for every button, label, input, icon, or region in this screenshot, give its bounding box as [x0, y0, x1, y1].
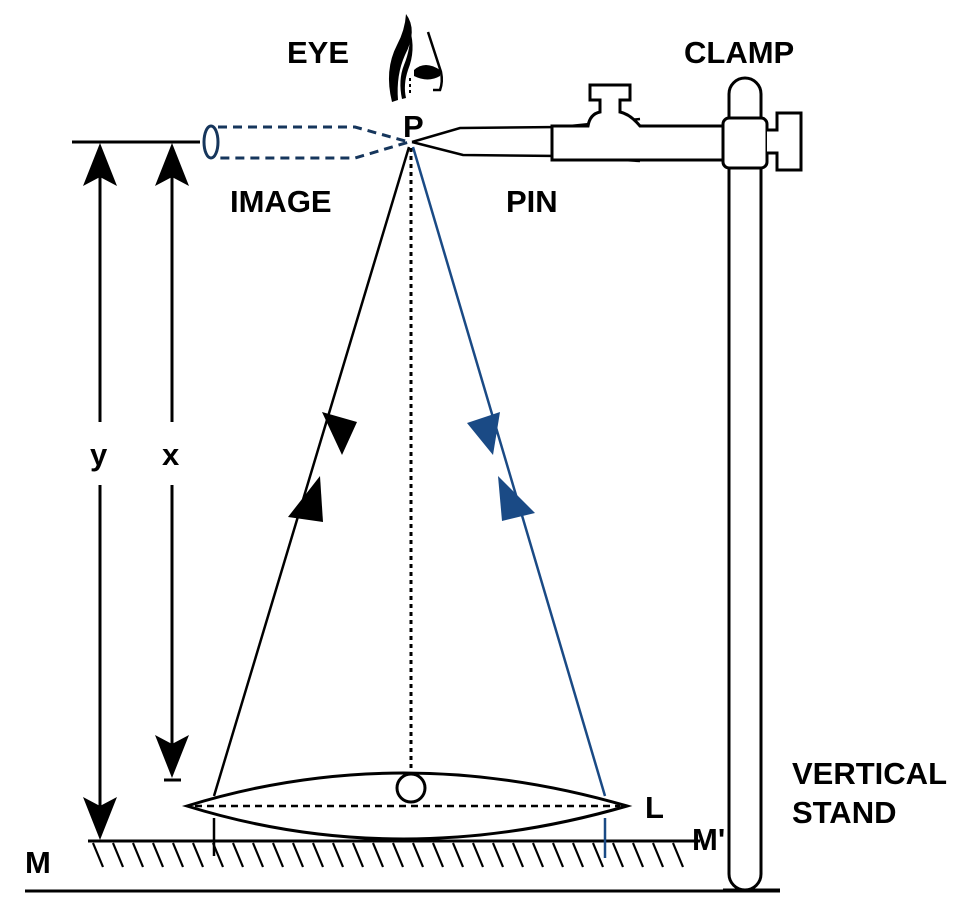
label-clamp: CLAMP — [684, 35, 794, 70]
label-mirror-m-prime: M' — [692, 822, 725, 857]
mirror-hatch-mark — [631, 842, 645, 868]
label-image: IMAGE — [230, 184, 332, 219]
ray-black-arrow-up — [288, 476, 323, 522]
mirror-hatch-mark — [91, 842, 105, 868]
mirror-hatch-mark — [191, 842, 205, 868]
mirror-hatch-mark — [131, 842, 145, 868]
dimension-y-arrow-up — [83, 143, 117, 186]
mirror-hatch-mark — [431, 842, 445, 868]
dimension-x-arrow-up — [155, 143, 189, 186]
mirror-hatch-mark — [671, 842, 685, 868]
dimension-x-arrow-down — [155, 735, 189, 778]
mirror-hatch-mark — [411, 842, 425, 868]
ray-black — [212, 146, 411, 856]
label-stand-line1: VERTICAL — [792, 756, 947, 791]
ray-black-arrow-down — [322, 412, 357, 455]
mirror-hatch-mark — [151, 842, 165, 868]
mirror-hatch-mark — [271, 842, 285, 868]
mirror-hatch-mark — [291, 842, 305, 868]
mirror-hatch-mark — [331, 842, 345, 868]
dimension-y-arrow-down — [83, 797, 117, 840]
mirror-hatch-mark — [611, 842, 625, 868]
label-point-p: P — [403, 109, 424, 144]
lens-center-marker — [395, 772, 427, 804]
mirror-hatch-mark — [451, 842, 465, 868]
mirror-hatch-mark — [651, 842, 665, 868]
label-x: x — [162, 437, 180, 472]
mirror-hatch-mark — [471, 842, 485, 868]
mirror-hatch-mark — [231, 842, 245, 868]
dimension-x — [155, 143, 189, 782]
mirror-hatch-mark — [511, 842, 525, 868]
mirror-hatch-mark — [571, 842, 585, 868]
mirror-hatch-mark — [371, 842, 385, 868]
label-y: y — [90, 437, 108, 472]
mirror-hatch-mark — [171, 842, 185, 868]
ray-blue-arrow-down — [467, 412, 500, 455]
pin-image-dashed — [202, 124, 415, 160]
mirror-hatch-mark — [311, 842, 325, 868]
label-eye: EYE — [287, 35, 349, 70]
clamp-icon — [550, 83, 726, 162]
mirror-hatch-mark — [491, 842, 505, 868]
mirror-hatch-mark — [591, 842, 605, 868]
dimension-y — [72, 140, 200, 840]
mirror-hatch-mark — [251, 842, 265, 868]
label-stand-line2: STAND — [792, 795, 896, 830]
convex-lens-icon — [181, 771, 633, 841]
mirror-hatch-mark — [551, 842, 565, 868]
mirror-hatch-mark — [531, 842, 545, 868]
label-mirror-m: M — [25, 845, 51, 880]
mirror-hatch-mark — [351, 842, 365, 868]
plane-mirror-icon — [88, 839, 700, 868]
ray-blue-arrow-up — [498, 476, 535, 521]
label-lens: L — [645, 790, 664, 825]
label-pin: PIN — [506, 184, 558, 219]
mirror-hatch-mark — [111, 842, 125, 868]
ray-blue — [411, 146, 607, 858]
vertical-stand-icon — [721, 76, 803, 892]
mirror-hatch-mark — [391, 842, 405, 868]
eye-icon — [388, 14, 444, 102]
